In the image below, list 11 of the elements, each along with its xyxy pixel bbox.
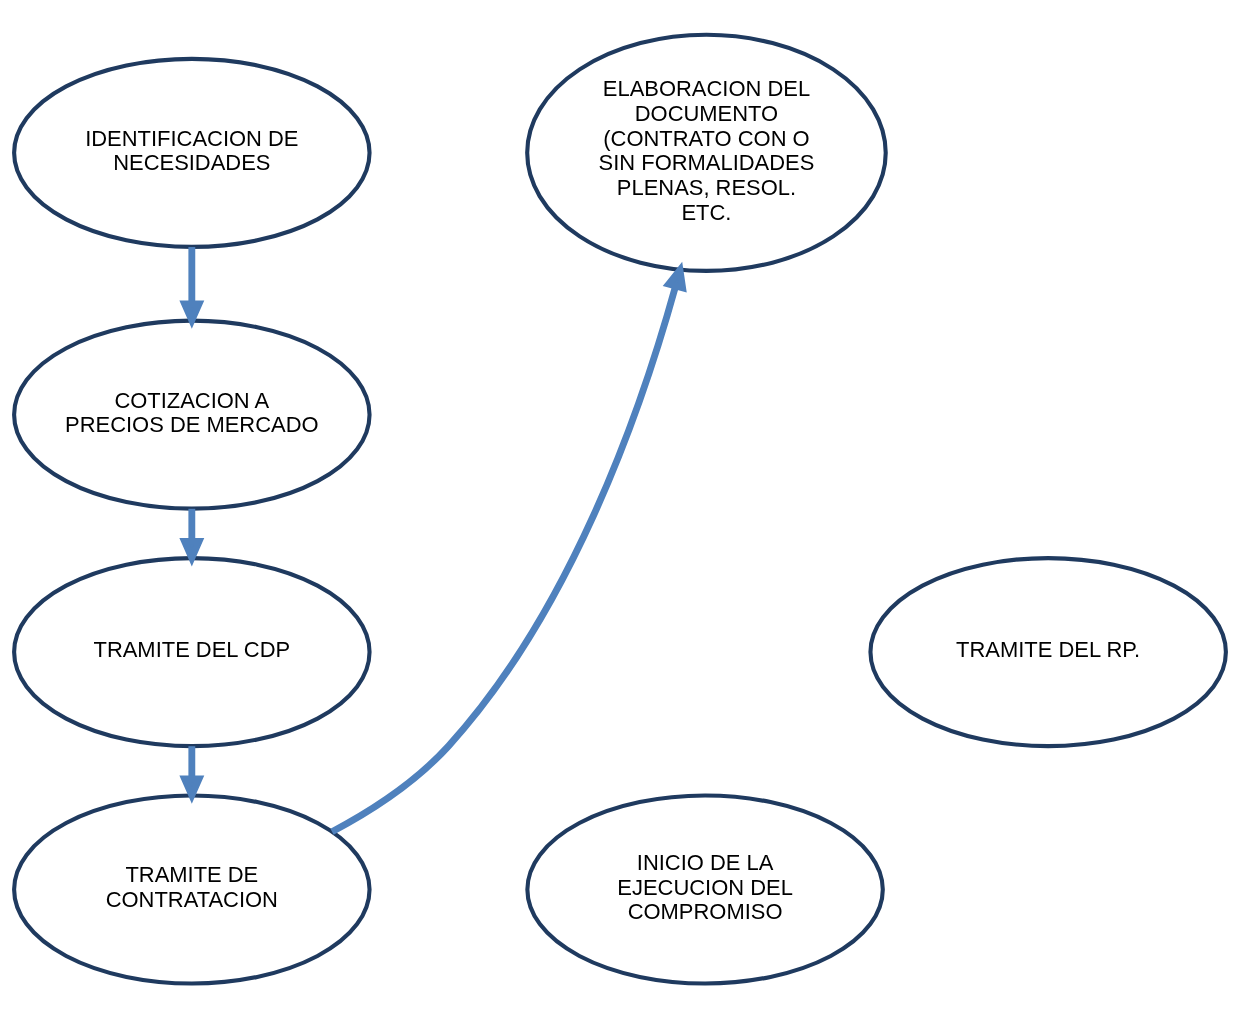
arrow <box>179 508 205 567</box>
arrow <box>330 261 687 835</box>
node-ellipse: COTIZACION A PRECIOS DE MERCADO <box>12 318 372 511</box>
arrow <box>179 247 205 329</box>
node-ellipse: INICIO DE LA EJECUCION DEL COMPROMISO <box>525 793 885 986</box>
node-ellipse: ELABORACION DEL DOCUMENTO (CONTRATO CON O SIN FORMALIDADES PLENAS, RESOL. ETC. <box>525 32 888 273</box>
node-ellipse: IDENTIFICACION DE NECESIDADES <box>12 56 372 249</box>
node-ellipse: TRAMITE DEL CDP <box>12 556 372 749</box>
arrow <box>179 746 205 804</box>
node-ellipse: TRAMITE DE CONTRATACION <box>12 793 372 986</box>
node-ellipse: TRAMITE DEL RP. <box>868 556 1228 749</box>
